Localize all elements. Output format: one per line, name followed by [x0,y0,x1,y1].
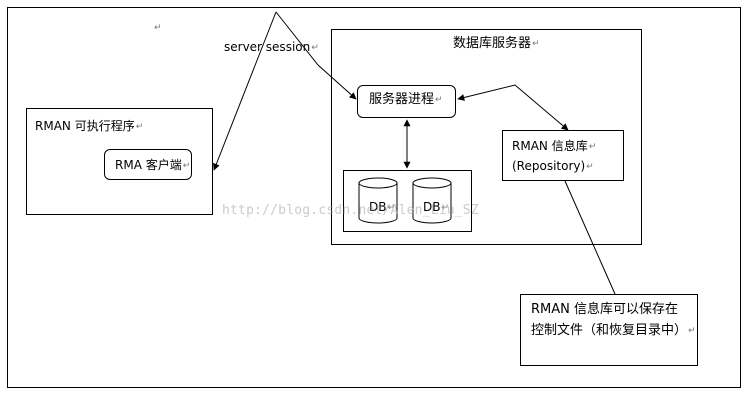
db-server-title: 数据库服务器↵ [453,36,540,51]
note-line1: RMAN 信息库可以保存在 [531,302,678,317]
db-cylinder-1 [358,177,398,224]
repository-line2: (Repository)↵ [512,159,594,173]
repository-box [502,130,624,181]
watermark: http://blog.csdn.net/Alen_Liu_SZ [222,203,479,218]
repository-note-line [564,180,616,295]
db-label-2: DB↵ [423,200,450,214]
server-process-label: 服务器进程↵ [369,92,443,107]
db-cylinder-2 [412,177,452,224]
server-process-box [357,85,456,118]
session-line-to-client [213,11,277,171]
note-line2: 控制文件（和恢复目录中）↵ [531,323,696,338]
note-box [520,294,698,366]
process-repository-arrow [457,84,569,131]
rma-client-label: RMA 客户端↵ [115,158,191,172]
repository-line1: RMAN 信息库↵ [512,139,597,153]
session-line-to-server [275,11,357,100]
paragraph-mark: ↵ [154,23,162,33]
rma-client-box [104,149,192,180]
db-label-1: DB↵ [369,200,396,214]
rman-program-title: RMAN 可执行程序↵ [35,119,144,133]
server-session-label: server session↵ [224,40,319,54]
